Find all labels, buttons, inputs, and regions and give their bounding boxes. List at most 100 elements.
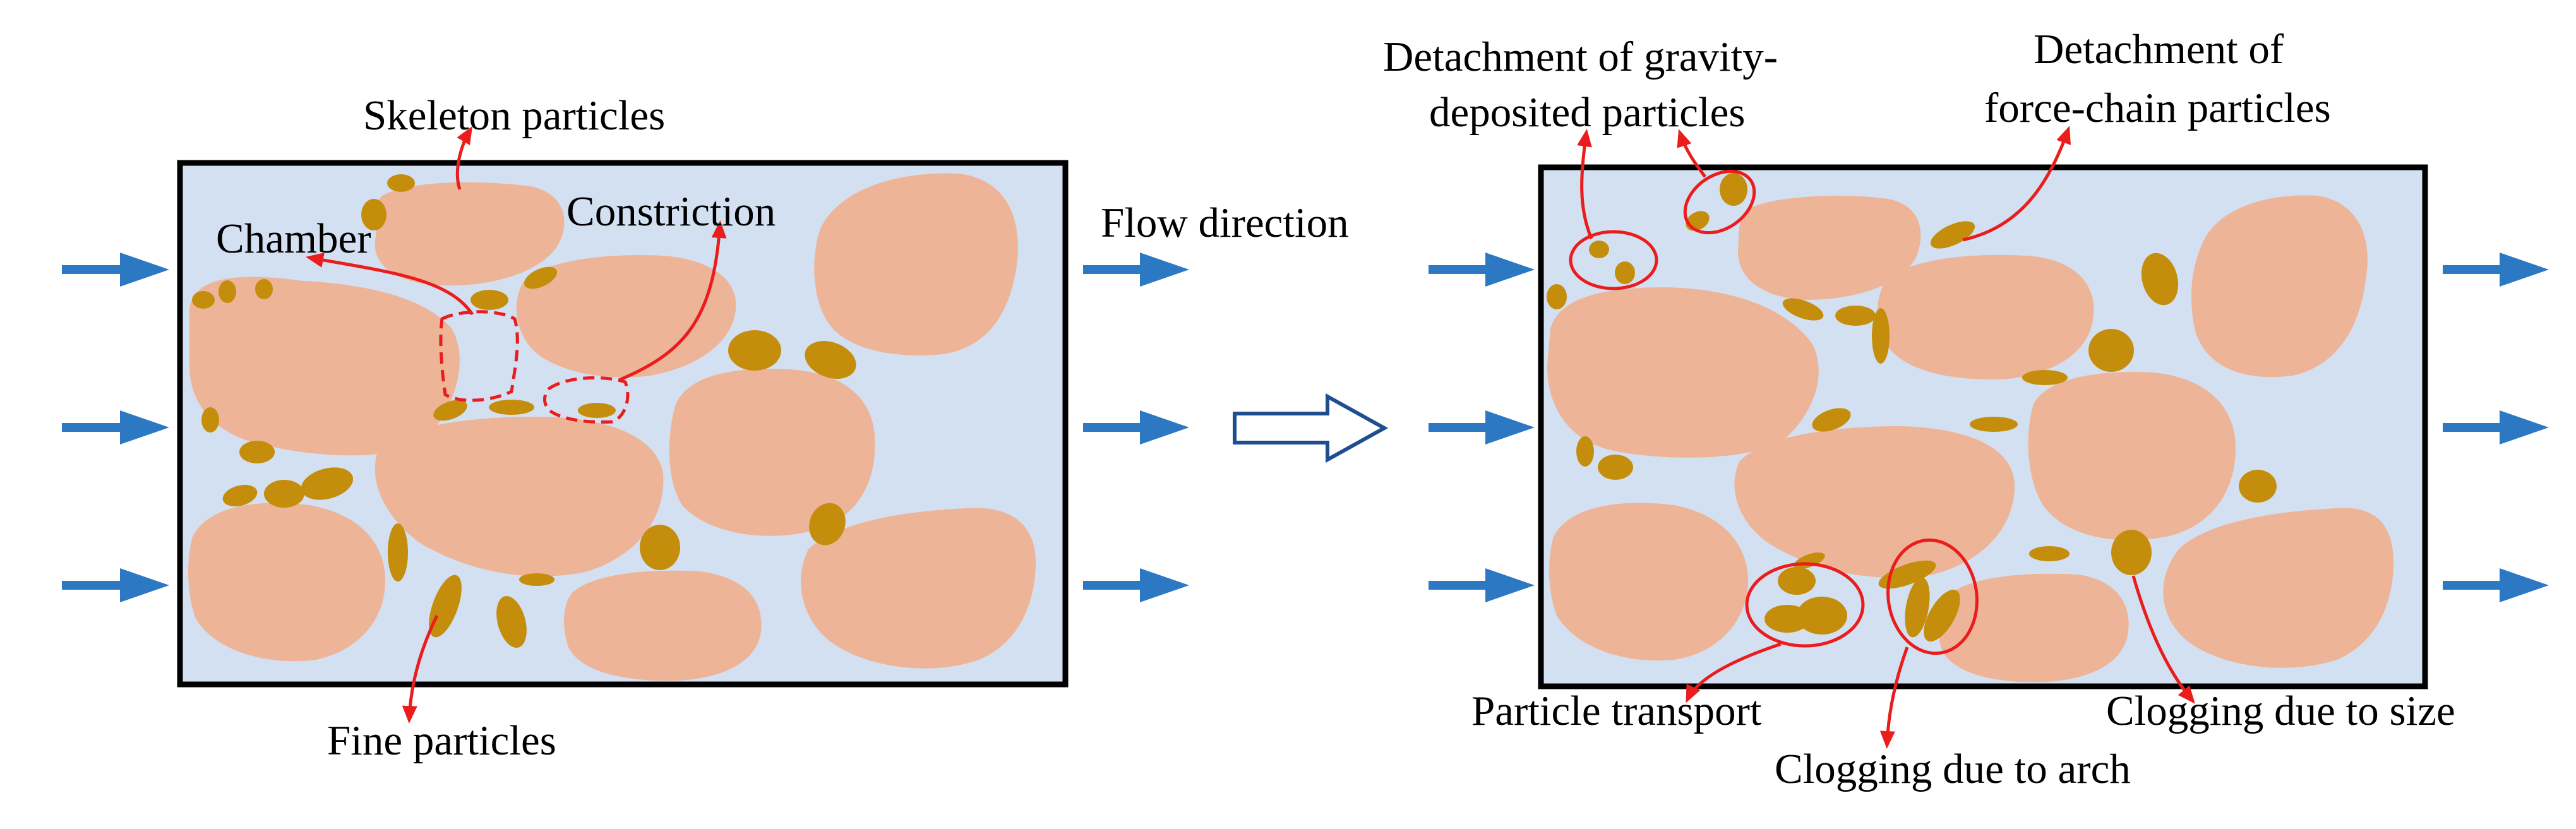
skeleton-particle <box>374 417 664 576</box>
fine-particle <box>1812 408 1851 432</box>
transport-circle <box>1745 562 1865 648</box>
left-skeleton-particles <box>188 173 1036 681</box>
flow-arrow <box>1429 253 1535 287</box>
right-fine-particles <box>1547 173 2277 642</box>
fine-particle <box>219 280 236 303</box>
fine-particle <box>2088 329 2134 372</box>
gravity-label-line2: deposited particles <box>1429 89 1745 136</box>
fine-particle <box>1782 298 1824 321</box>
fine-particle <box>2141 253 2179 306</box>
fine-particle <box>805 341 856 379</box>
fine-particle <box>1576 436 1594 467</box>
gravity-pointer-left <box>1577 129 1593 239</box>
arch-label: Clogging due to arch <box>1775 746 2131 792</box>
flow-arrow <box>2443 568 2549 602</box>
fine-particle <box>1930 221 1975 249</box>
fine-particle <box>1615 261 1635 284</box>
flow-arrow <box>1429 568 1535 602</box>
skeleton-particle <box>814 173 1018 355</box>
fine-particle <box>519 573 554 586</box>
gravity-pointer-right <box>1677 129 1707 178</box>
skeleton-particle <box>1547 287 1819 458</box>
gravity-label-line1: Detachment of gravity- <box>1383 33 1778 80</box>
forcechain-pointer <box>1962 126 2071 242</box>
middle-flow-arrows <box>1083 253 1189 602</box>
right-panel: Detachment of gravity- deposited particl… <box>1383 26 2549 792</box>
fine-particle <box>578 403 616 418</box>
left-inflow-arrows <box>62 253 169 602</box>
fine-particle <box>1589 241 1609 258</box>
right-skeleton-particles <box>1547 195 2393 683</box>
fine-particle <box>192 291 215 309</box>
transition-arrow <box>1233 393 1389 463</box>
fine-particle <box>1924 589 1960 642</box>
fine-particle <box>255 279 273 299</box>
constriction-pointer <box>618 220 727 382</box>
fine-particle <box>222 484 258 507</box>
left-fine-particles <box>192 174 856 648</box>
arch-circle <box>1886 538 1979 655</box>
skeleton-particle <box>2028 372 2236 540</box>
chamber-pointer <box>306 253 474 316</box>
flow-arrow <box>2443 253 2549 287</box>
fine-particle <box>2022 370 2068 385</box>
fine-particle <box>1835 306 1876 326</box>
size-label: Clogging due to size <box>2106 688 2455 734</box>
fine-particle <box>1905 577 1930 638</box>
chamber-label: Chamber <box>216 215 371 262</box>
fine-particle <box>264 480 304 508</box>
skeleton-particle <box>2163 508 2393 668</box>
fine-particle <box>433 400 467 421</box>
fine-particle <box>387 174 415 192</box>
fine-particle <box>1598 455 1633 480</box>
fine-particle <box>728 330 781 371</box>
fine-particle <box>640 525 680 570</box>
fine-particle <box>388 523 408 581</box>
flow-arrow <box>1083 253 1189 287</box>
right-outflow-arrows <box>2443 253 2549 602</box>
fine-particle <box>470 290 508 310</box>
constriction-label: Constriction <box>566 188 776 235</box>
skeleton-particles-label: Skeleton particles <box>363 92 665 139</box>
skeleton-particle <box>1734 426 2015 578</box>
fine-particle <box>429 575 462 638</box>
forcechain-label-line2: force-chain particles <box>1984 85 2331 131</box>
fine-particle <box>496 596 527 648</box>
fine-particle <box>524 266 558 289</box>
flow-direction-label: Flow direction <box>1101 200 1349 246</box>
fine-particle <box>1778 567 1816 595</box>
skeleton-particle <box>1737 196 1921 300</box>
skeleton-particle <box>188 503 385 662</box>
skeleton-particle <box>1878 254 2094 379</box>
fine-pointer <box>402 614 439 724</box>
fine-particle <box>301 467 354 500</box>
fine-particle <box>1720 173 1747 206</box>
gravity-circle <box>1569 230 1658 290</box>
skeleton-particle <box>801 508 1036 669</box>
skeleton-pointer <box>455 126 473 190</box>
fine-particles-label: Fine particles <box>327 717 556 764</box>
skeleton-particle <box>1938 573 2129 683</box>
right-inflow-arrows <box>1429 253 1535 602</box>
fine-particle <box>1797 597 1847 635</box>
skeleton-particle <box>564 570 762 681</box>
fine-particle <box>1872 308 1890 364</box>
gravity-circle-top <box>1683 169 1756 235</box>
flow-arrow <box>62 568 169 602</box>
arch-pointer <box>1879 647 1909 749</box>
flow-arrow <box>1083 410 1189 444</box>
flow-arrow <box>2443 410 2549 444</box>
size-pointer <box>2131 575 2195 704</box>
chamber-outline <box>439 310 519 402</box>
transport-pointer <box>1686 642 1782 703</box>
constriction-outline <box>543 376 630 424</box>
flow-arrow <box>1083 568 1189 602</box>
skeleton-particle <box>374 182 565 286</box>
fine-particle <box>1547 284 1567 309</box>
fine-particle <box>1878 560 1936 589</box>
skeleton-particle <box>516 255 736 378</box>
flow-arrow <box>1429 410 1535 444</box>
flow-arrow <box>62 253 169 287</box>
skeleton-particle <box>669 369 875 536</box>
